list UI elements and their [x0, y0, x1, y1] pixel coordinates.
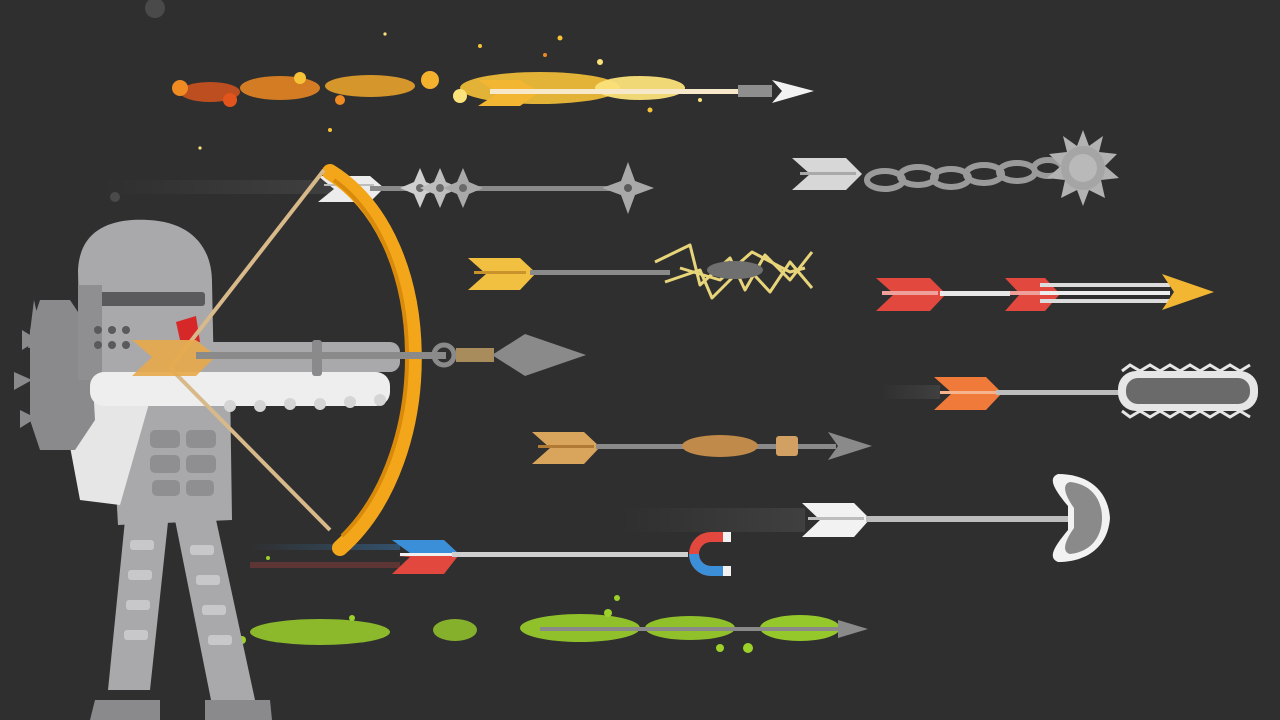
fire-arrow-collar — [738, 85, 772, 97]
axe-arrow-shaft — [866, 516, 1096, 522]
chainsaw-blade — [1118, 363, 1258, 419]
chainsaw-arrow — [880, 363, 1258, 419]
rope-arrow-head — [828, 432, 872, 460]
triple-arrow — [876, 274, 1214, 311]
shuriken-star-2 — [420, 168, 460, 208]
shuriken-trail — [100, 180, 340, 194]
poison-arrow-head — [838, 620, 868, 638]
shuriken-star-3 — [443, 168, 483, 208]
knight-chest-plates — [150, 430, 216, 496]
magnet-arrow-shaft — [452, 552, 688, 557]
rope-arrow — [532, 432, 872, 464]
flail-chain — [864, 157, 1065, 192]
spiked-ball — [1047, 130, 1119, 206]
magnet-arrow — [250, 532, 731, 576]
fire-arrow — [172, 32, 814, 150]
poison-arrow — [238, 556, 868, 653]
poison-arrow-shaft — [540, 627, 840, 631]
lightning-arrow-shaft — [530, 270, 670, 275]
bow-string-bottom — [168, 366, 332, 532]
spear-arrow-fletching — [132, 340, 216, 376]
spear-arrow-ring — [431, 342, 457, 368]
triple-arrow-shaft-3 — [1040, 299, 1170, 303]
knight-archer — [14, 219, 400, 720]
chainsaw-arrow-shaft — [996, 390, 1122, 395]
magnet-arrow-fletching-bottom — [392, 556, 458, 574]
spear-arrow-wrap — [456, 348, 494, 362]
rope-coil — [682, 435, 758, 457]
bow-string-top — [168, 168, 326, 370]
knight-legs — [90, 515, 272, 720]
axe-arrow — [620, 474, 1110, 562]
double-axe-head — [1052, 474, 1110, 562]
flail-arrow — [792, 130, 1119, 206]
triple-arrow-head — [1162, 274, 1214, 310]
magnet-icon — [689, 532, 731, 576]
lightning-arrow — [468, 243, 814, 300]
rope-collar — [776, 436, 798, 456]
spear-arrow — [132, 334, 586, 376]
shuriken-arrow-shaft — [370, 186, 615, 191]
triple-arrow-shaft-1 — [1040, 283, 1170, 287]
knight-helmet — [78, 219, 214, 380]
shuriken-tip — [602, 162, 654, 214]
spear-arrow-shaft — [196, 352, 446, 359]
fire-arrow-shaft — [490, 89, 740, 94]
fire-arrow-head — [772, 80, 814, 103]
magnet-arrow-fletching-top — [392, 540, 458, 553]
spear-arrow-head — [492, 334, 586, 376]
helmet-breath-holes — [94, 326, 130, 349]
triple-arrow-shaft-2 — [1040, 291, 1170, 295]
